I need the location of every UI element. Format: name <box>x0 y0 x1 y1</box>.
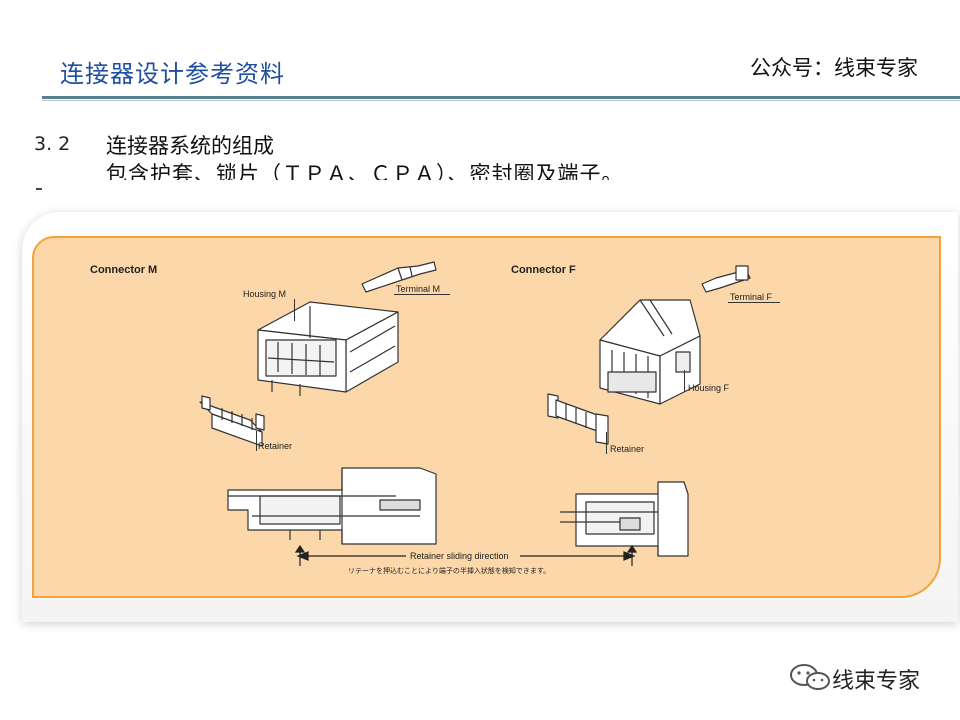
connector-m-heading: Connector M <box>90 264 158 276</box>
section-description: 包含护套、锁片（ＴＰＡ、ＣＰＡ）、密封圈及端子。 <box>106 162 624 180</box>
terminal-f-label: Terminal F <box>730 292 773 302</box>
section-m-drawing <box>227 467 437 545</box>
terminal-m-underline <box>394 294 450 295</box>
section-title: 连接器系统的组成 <box>106 134 274 158</box>
terminal-m-label: Terminal M <box>396 284 441 294</box>
retainer-m-leader <box>256 431 257 451</box>
housing-f-drawing <box>599 299 701 405</box>
header-divider-light <box>42 100 960 101</box>
housing-m-leader <box>294 299 295 321</box>
housing-f-leader <box>684 370 685 392</box>
housing-m-drawing <box>257 301 399 396</box>
terminal-m-drawing <box>361 261 437 293</box>
retainer-f-label: Retainer <box>610 444 645 454</box>
header-divider <box>42 96 960 99</box>
page-title: 连接器设计参考资料 <box>60 60 285 88</box>
terminal-f-drawing <box>701 265 751 293</box>
sliding-direction-label: Retainer sliding direction <box>410 551 509 561</box>
footer-brand: 线束专家 <box>832 669 921 694</box>
connector-f-heading: Connector F <box>511 264 576 276</box>
section-f-drawing <box>560 481 689 557</box>
section-number: 3. 2 <box>34 133 71 155</box>
retainer-m-label: Retainer <box>258 441 293 451</box>
retainer-f-drawing <box>547 393 609 445</box>
figure-panel <box>32 236 941 598</box>
terminal-f-underline <box>728 302 780 303</box>
wechat-icon <box>790 664 830 690</box>
housing-f-label: Housing F <box>688 383 730 393</box>
sliding-direction-arrow <box>294 544 638 566</box>
housing-m-label: Housing M <box>243 289 287 299</box>
account-name: 公众号：线束专家 <box>750 56 918 80</box>
bullet-stub <box>36 188 42 190</box>
japanese-note: リテーナを押込むことにより端子の半挿入状態を検知できます。 <box>348 568 551 575</box>
retainer-f-leader <box>606 432 607 454</box>
retainer-m-drawing <box>199 395 265 447</box>
